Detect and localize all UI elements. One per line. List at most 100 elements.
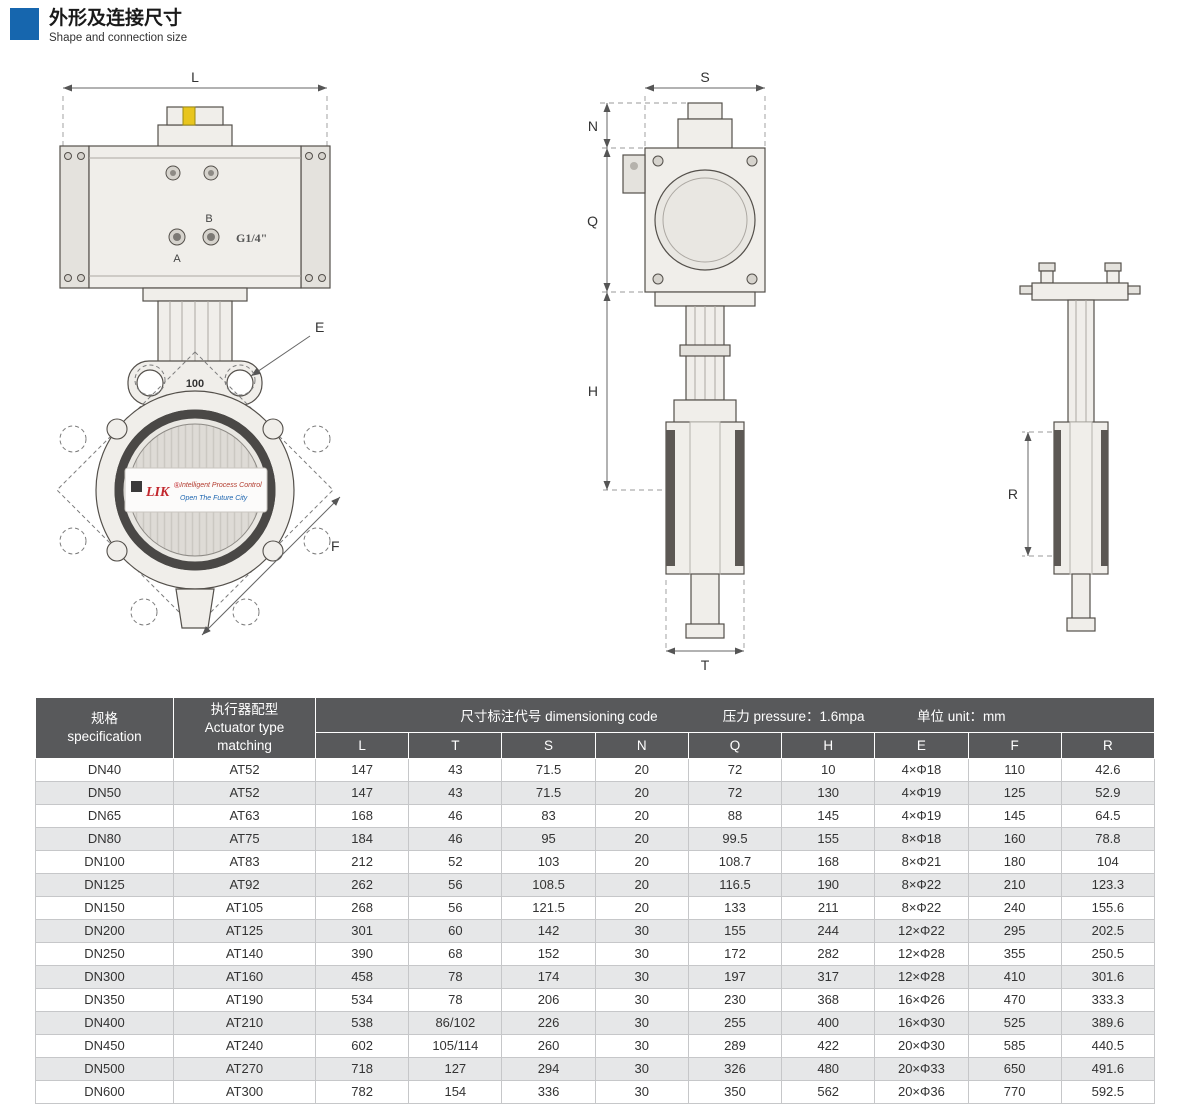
seat-edge-left [1054,430,1061,566]
cell-n: 20 [594,827,689,851]
port-a-label: A [173,253,181,265]
dim-label-h: H [588,383,598,399]
cell-e: 4×Φ19 [874,804,969,828]
cell-h: 244 [781,919,876,943]
cell-spec: DN200 [35,919,174,943]
cell-q: 108.7 [687,850,783,874]
dim-column-header: E [874,732,969,759]
table-row: DN125 AT92 262 56 108.5 20 116.5 190 8×Φ… [35,873,1156,897]
wafer-center-column [689,421,721,575]
table-row: DN80 AT75 184 46 95 20 99.5 155 8×Φ18 16… [35,827,1156,851]
dim-label-f: F [331,538,340,554]
cell-l: 212 [314,850,410,874]
cell-r: 592.5 [1060,1080,1156,1104]
actuator-header-en1: Actuator type [204,719,285,735]
actuator-end-cap-right [300,145,331,289]
corner-screw [652,273,664,285]
cell-n: 30 [594,965,689,989]
cell-h: 317 [781,965,876,989]
cell-spec: DN350 [35,988,174,1012]
table-row: DN100 AT83 212 52 103 20 108.7 168 8×Φ21… [35,850,1156,874]
cell-r: 104 [1060,850,1156,874]
cell-spec: DN450 [35,1034,174,1058]
cell-q: 116.5 [687,873,783,897]
cell-l: 147 [314,781,410,805]
cell-f: 240 [967,896,1062,920]
cell-h: 422 [781,1034,876,1058]
cap-screw [77,274,85,282]
cell-actuator: AT210 [173,1011,316,1035]
actuator-body [88,145,302,289]
cell-s: 260 [501,1034,596,1058]
cell-actuator: AT52 [173,758,316,782]
cell-f: 770 [967,1080,1062,1104]
corner-screw [746,155,758,167]
cell-t: 43 [408,758,503,782]
cap-screw [77,152,85,160]
actuator-column-header: 执行器配型 Actuator type matching [173,697,316,759]
corner-screw [746,273,758,285]
air-port-b-hole [207,233,215,241]
cell-s: 95 [501,827,596,851]
neck-profile [1067,299,1095,425]
cell-l: 262 [314,873,410,897]
plate-hole-left [136,369,164,397]
cell-spec: DN65 [35,804,174,828]
cell-f: 125 [967,781,1062,805]
cell-q: 326 [687,1057,783,1081]
cell-f: 295 [967,919,1062,943]
profile-view-drawing: R [1008,262,1141,632]
cell-s: 174 [501,965,596,989]
cell-n: 20 [594,781,689,805]
valve-top-flange-side [673,399,737,425]
dim-column-header: N [594,732,689,759]
cell-r: 64.5 [1060,804,1156,828]
logo-tagline-1: Intelligent Process Control [180,482,262,489]
cell-spec: DN250 [35,942,174,966]
cell-spec: DN50 [35,781,174,805]
stem-top [687,102,723,120]
cell-l: 147 [314,758,410,782]
cell-r: 301.6 [1060,965,1156,989]
cell-actuator: AT300 [173,1080,316,1104]
cell-h: 155 [781,827,876,851]
table-row: DN350 AT190 534 78 206 30 230 368 16×Φ26… [35,988,1156,1012]
cell-e: 20×Φ36 [874,1080,969,1104]
cell-e: 8×Φ22 [874,896,969,920]
cell-r: 491.6 [1060,1057,1156,1081]
cell-l: 782 [314,1080,410,1104]
bolt-hole [232,598,260,626]
cell-s: 294 [501,1057,596,1081]
cell-t: 52 [408,850,503,874]
cell-spec: DN600 [35,1080,174,1104]
dim-column-header: F [967,732,1062,759]
cell-e: 16×Φ30 [874,1011,969,1035]
table-row: DN250 AT140 390 68 152 30 172 282 12×Φ28… [35,942,1156,966]
cell-spec: DN150 [35,896,174,920]
cell-h: 562 [781,1080,876,1104]
logo-tagline-2: Open The Future City [180,495,248,502]
bottom-stem [175,588,215,629]
cell-s: 121.5 [501,896,596,920]
cell-q: 172 [687,942,783,966]
cell-l: 390 [314,942,410,966]
cell-l: 184 [314,827,410,851]
dim-label-s: S [700,69,709,85]
top-plate-profile [1031,282,1129,301]
cell-r: 389.6 [1060,1011,1156,1035]
cell-actuator: AT125 [173,919,316,943]
cell-t: 105/114 [408,1034,503,1058]
cell-spec: DN100 [35,850,174,874]
cell-q: 88 [687,804,783,828]
cell-s: 206 [501,988,596,1012]
plate-hole-right [226,369,254,397]
cell-actuator: AT240 [173,1034,316,1058]
cell-h: 168 [781,850,876,874]
dim-columns-row: L T S N Q H E F R [36,732,1156,759]
cell-n: 20 [594,896,689,920]
cell-t: 56 [408,896,503,920]
dim-column-header: R [1060,732,1156,759]
logo-registered-mark: ® [174,481,180,490]
bottom-cap-profile [1066,617,1096,632]
cap-screw [318,274,326,282]
